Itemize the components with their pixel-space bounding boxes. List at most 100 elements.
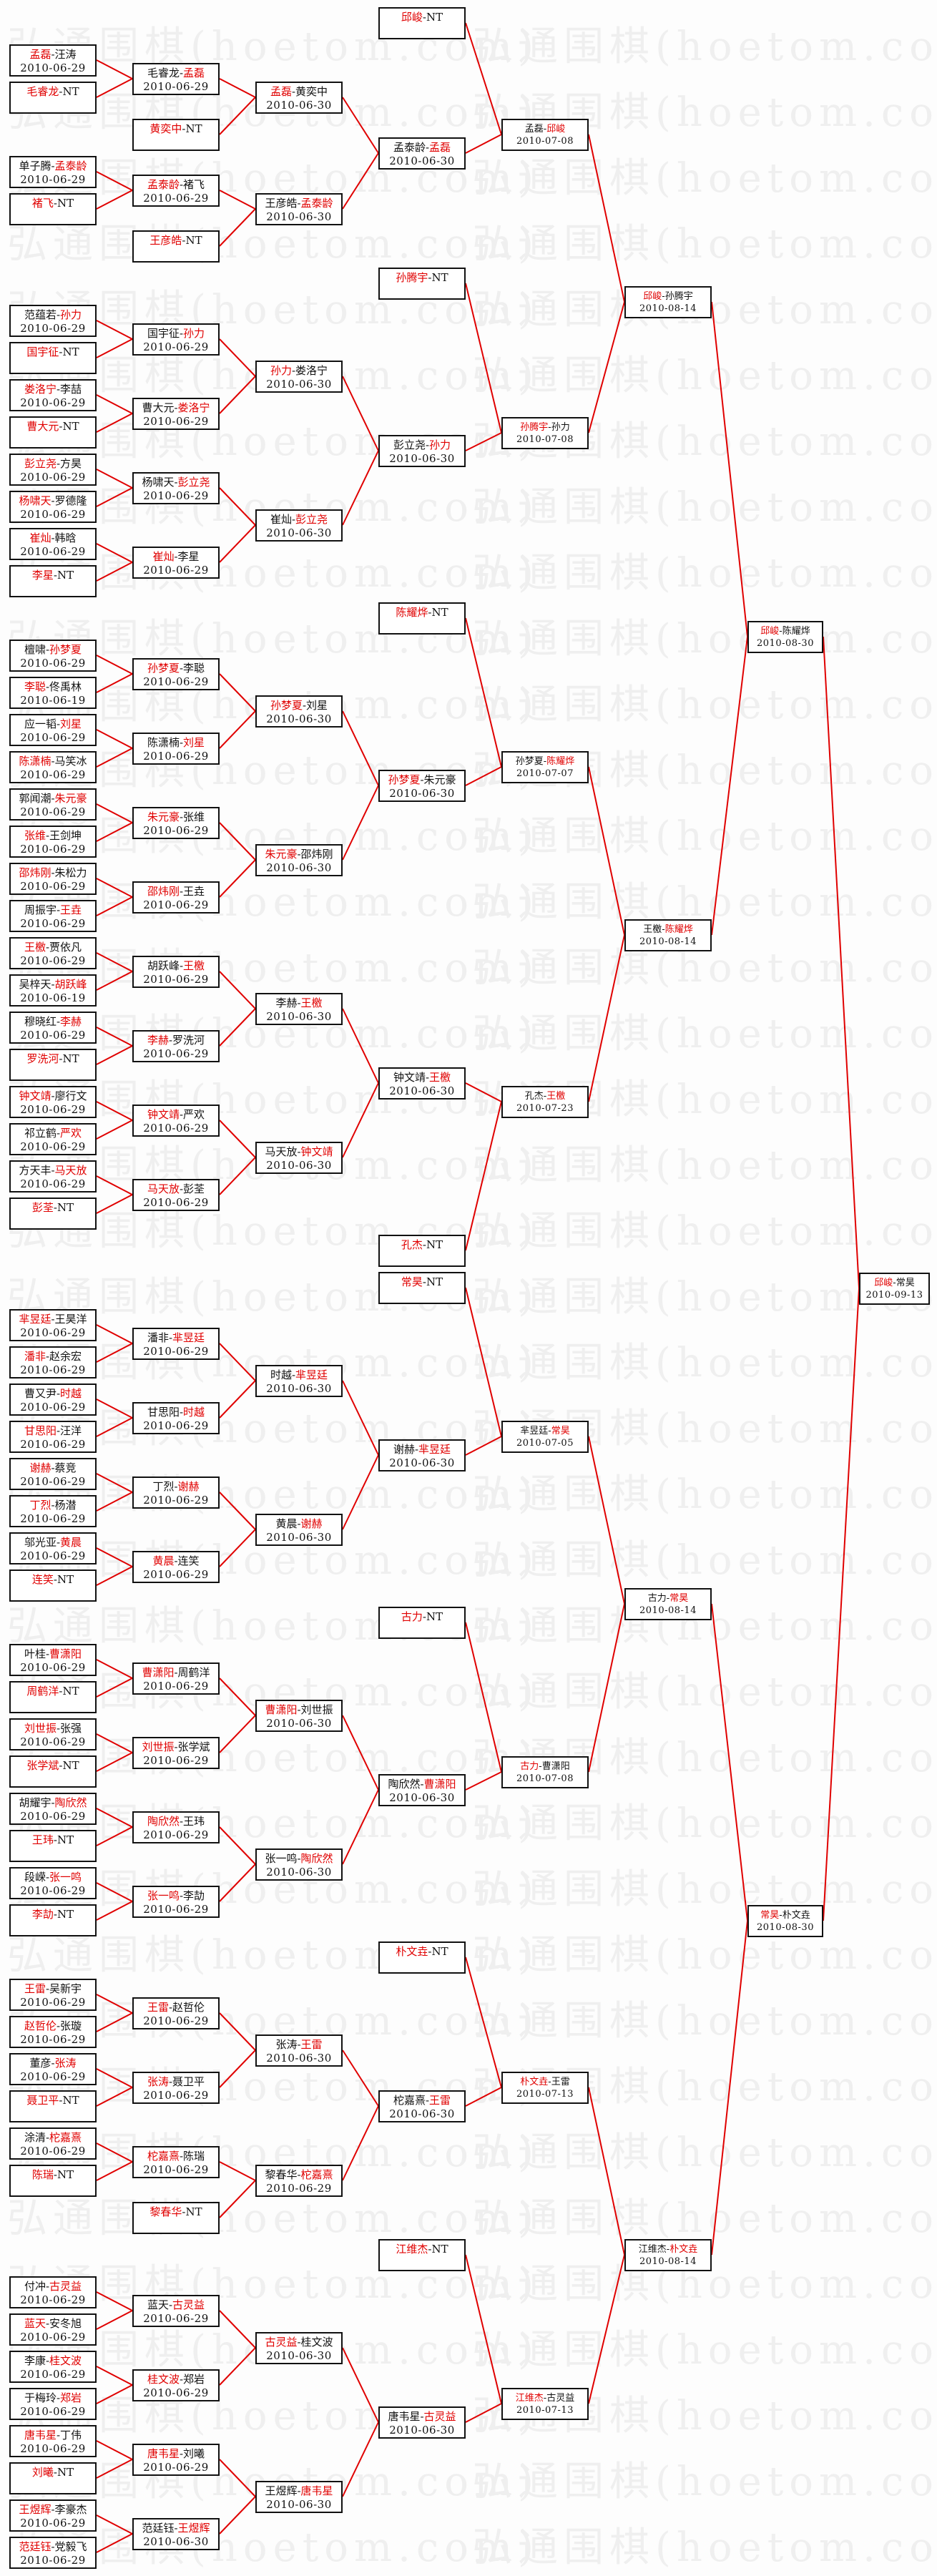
bye-match-box[interactable]: 朴文垚-NT	[378, 1941, 466, 1974]
bye-match-box[interactable]: 黄奕中-NT	[132, 119, 220, 151]
bye-match-box[interactable]: 张学斌-NT	[9, 1755, 97, 1788]
bye-match-box[interactable]: 孙腾宇-NT	[378, 268, 466, 300]
bye-match-box[interactable]: 古力-NT	[378, 1607, 466, 1639]
bye-match-box[interactable]: 陈耀烨-NT	[378, 602, 466, 635]
bye-match-box[interactable]: 江维杰-NT	[378, 2239, 466, 2271]
bye-match-box[interactable]: 李劼-NT	[9, 1904, 97, 1936]
bye-match-box[interactable]: 李星-NT	[9, 565, 97, 597]
bye-match-box[interactable]: 曹大元-NT	[9, 416, 97, 449]
bye-match-box[interactable]: 孔杰-NT	[378, 1235, 466, 1267]
bye-match-box[interactable]: 邱峻-NT	[378, 7, 466, 39]
bye-match-box[interactable]: 毛睿龙-NT	[9, 82, 97, 114]
bye-match-box[interactable]: 常昊-NT	[378, 1272, 466, 1304]
bye-match-box[interactable]: 王彦皓-NT	[132, 230, 220, 263]
bye-match-box[interactable]: 褚飞-NT	[9, 193, 97, 225]
bye-match-box[interactable]: 黎春华-NT	[132, 2202, 220, 2234]
bye-match-box[interactable]: 彭荃-NT	[9, 1198, 97, 1230]
bye-match-box[interactable]: 周鹤洋-NT	[9, 1681, 97, 1713]
bye-match-box[interactable]: 罗洗河-NT	[9, 1049, 97, 1081]
bye-match-box[interactable]: 陈瑞-NT	[9, 2165, 97, 2197]
bye-match-box[interactable]: 聂卫平-NT	[9, 2090, 97, 2122]
bye-match-box[interactable]: 刘曦-NT	[9, 2462, 97, 2494]
